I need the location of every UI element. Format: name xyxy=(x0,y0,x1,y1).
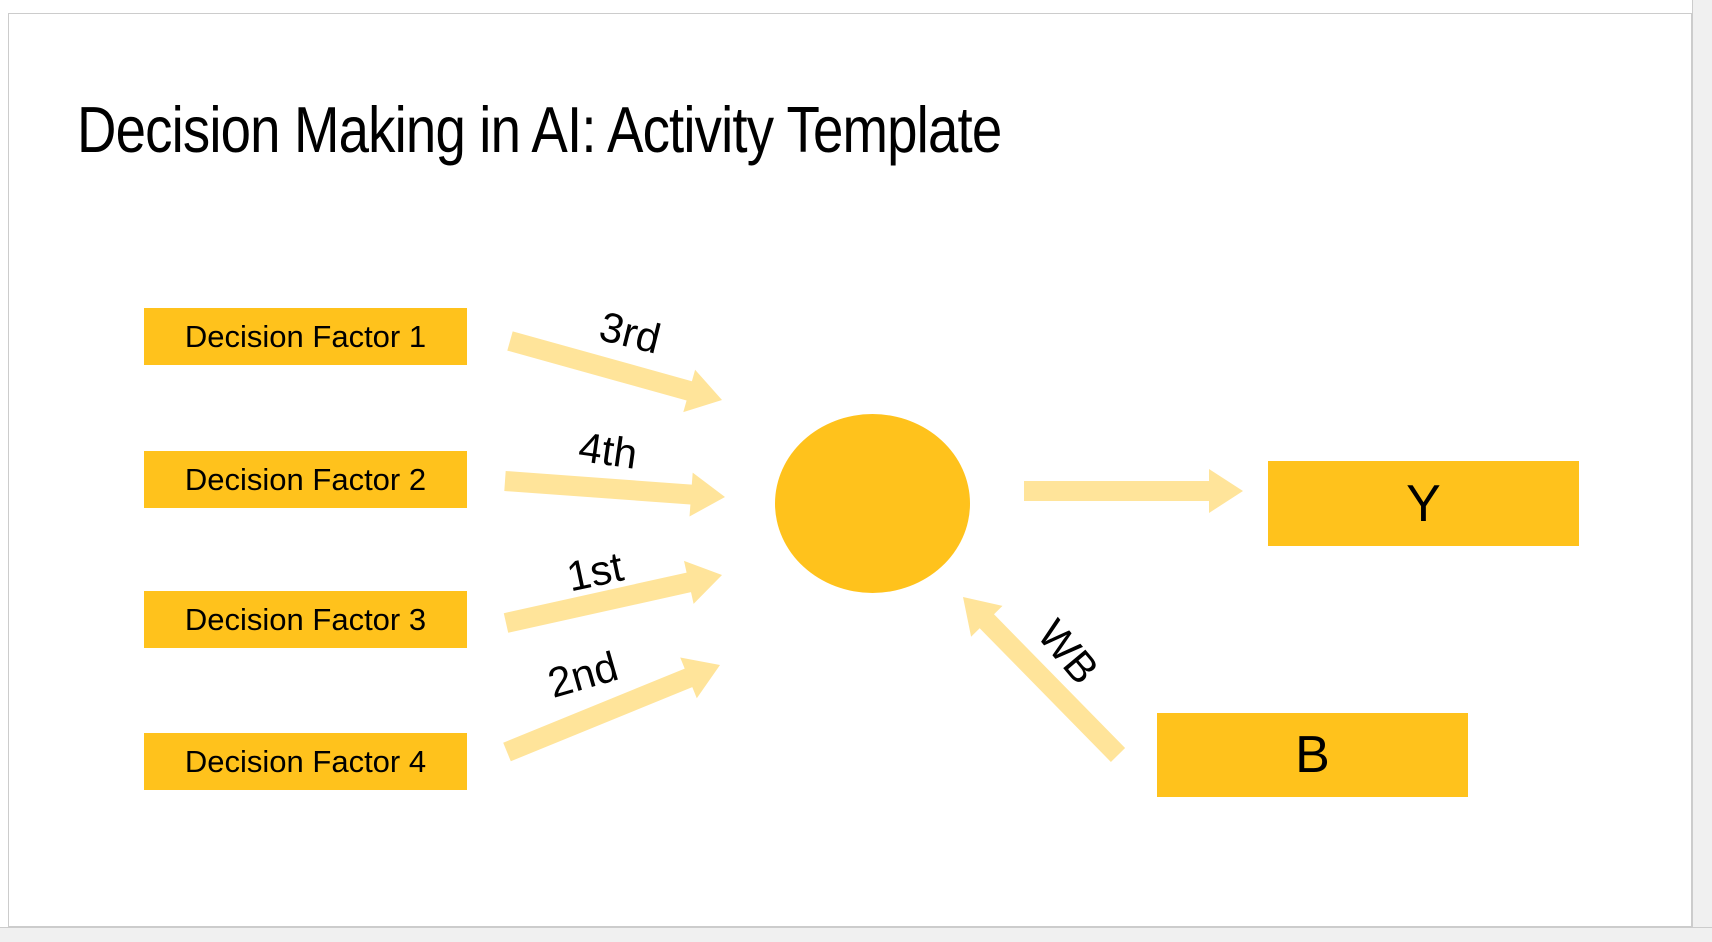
factor-box-4[interactable]: Decision Factor 4 xyxy=(144,733,467,790)
bias-label: B xyxy=(1295,726,1330,784)
slide-title: Decision Making in AI: Activity Template xyxy=(77,93,1002,166)
arrow-factor4-to-center[interactable] xyxy=(503,657,720,762)
page-margin-bottom xyxy=(0,927,1712,942)
factor-label-3: Decision Factor 3 xyxy=(184,601,427,637)
bias-box[interactable]: B xyxy=(1157,713,1468,797)
factor-box-2[interactable]: Decision Factor 2 xyxy=(144,451,467,508)
center-node-circle[interactable] xyxy=(775,414,970,593)
arrow-factor2-to-center[interactable] xyxy=(504,471,725,517)
factor-box-1[interactable]: Decision Factor 1 xyxy=(144,308,467,365)
factor-label-1: Decision Factor 1 xyxy=(184,318,427,354)
output-box[interactable]: Y xyxy=(1268,461,1579,546)
page-margin-right xyxy=(1692,0,1712,942)
output-label: Y xyxy=(1406,474,1441,533)
arrow-factor1-to-center[interactable] xyxy=(507,331,722,413)
arrow-center-to-output[interactable] xyxy=(1024,469,1243,513)
factor-box-3[interactable]: Decision Factor 3 xyxy=(144,591,467,648)
arrow-factor3-to-center[interactable] xyxy=(503,560,722,633)
factor-label-2: Decision Factor 2 xyxy=(184,461,427,497)
factor-label-4: Decision Factor 4 xyxy=(184,743,427,779)
arrow-bias-to-center[interactable] xyxy=(963,597,1126,762)
arrow-label-4th: 4th xyxy=(575,423,641,478)
